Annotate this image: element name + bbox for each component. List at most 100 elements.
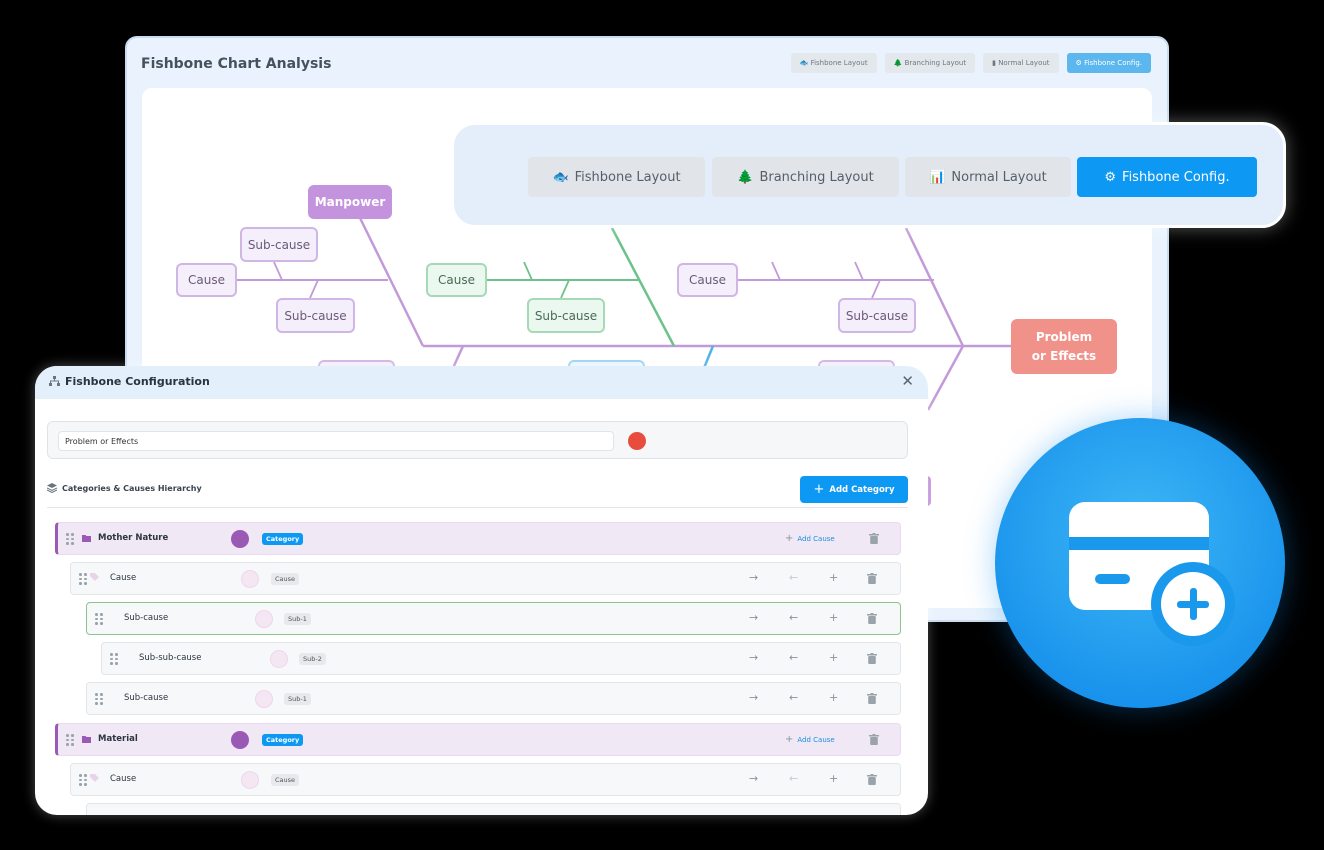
row-label: Cause [110,573,137,583]
tab-normal-layout[interactable]: ▮ Normal Layout [983,53,1059,73]
add-child-icon[interactable]: + [829,611,839,624]
plus-icon: + [785,533,794,544]
color-swatch[interactable] [255,610,273,628]
divider [47,507,908,508]
effect-line-1: Problem [1035,329,1093,344]
layout-tabs: 🐟 Fishbone Layout 🌲 Branching Layout ▮ N… [790,53,1151,73]
subcause-node[interactable]: Sub-cause [838,298,916,333]
folder-icon [82,535,91,542]
tab-fishbone-layout[interactable]: 🐟 Fishbone Layout [790,53,877,73]
drag-handle-icon[interactable] [79,573,87,585]
color-swatch[interactable] [231,731,249,749]
trash-icon[interactable] [867,653,877,664]
add-child-icon[interactable]: + [829,651,839,664]
cause-node[interactable]: Cause [677,263,738,297]
category-node-manpower[interactable]: Manpower [308,185,392,219]
add-cause-button[interactable]: +Add Cause [785,734,835,745]
trash-icon[interactable] [869,533,879,544]
add-category-button[interactable]: +Add Category [800,476,908,503]
fish-icon: 🐟 [552,169,569,185]
fishbone-config-dialog: Fishbone Configuration ✕ Problem or Effe… [35,366,928,815]
subcause-row-partial [86,803,901,815]
indent-left-icon[interactable]: ← [789,611,799,624]
drag-handle-icon[interactable] [95,613,103,625]
color-swatch[interactable] [241,771,259,789]
add-card-badge [995,418,1285,708]
row-label: Mother Nature [98,533,169,543]
problem-panel: Problem or Effects [47,421,908,459]
dialog-title: Fishbone Configuration [65,375,210,388]
level-badge: Category [262,533,304,545]
problem-color-swatch[interactable] [628,432,646,450]
subcause-row[interactable]: Sub-cause Sub-1 → ← + [86,602,901,635]
window-title: Fishbone Chart Analysis [141,56,332,72]
indent-right-icon[interactable]: → [749,651,759,664]
subcause-node[interactable]: Sub-cause [240,227,318,262]
effect-line-2: or Effects [1031,348,1097,363]
row-label: Sub-cause [124,613,169,623]
trash-icon[interactable] [867,774,877,785]
level-badge: Sub-1 [284,693,311,705]
layers-icon [47,483,57,493]
tab-branching-layout[interactable]: 🌲Branching Layout [712,157,899,197]
drag-handle-icon[interactable] [95,693,103,705]
bar-chart-icon: 📊 [929,169,946,185]
row-label: Material [98,734,138,744]
indent-right-icon[interactable]: → [749,611,759,624]
tab-branching-layout[interactable]: 🌲 Branching Layout [884,53,976,73]
indent-left-icon[interactable]: ← [789,571,799,584]
cause-row[interactable]: Cause Cause → ← + [70,562,901,595]
dialog-header: Fishbone Configuration ✕ [35,366,928,399]
drag-handle-icon[interactable] [79,774,87,786]
fish-icon: 🐟 [799,59,811,67]
add-child-icon[interactable]: + [829,571,839,584]
gear-icon: ⚙ [1075,59,1085,67]
close-icon[interactable]: ✕ [901,372,914,390]
cause-node[interactable]: Cause [176,263,237,297]
tree-icon: 🌲 [893,59,905,67]
cause-node[interactable]: Cause [426,263,487,297]
category-row[interactable]: Mother Nature Category +Add Cause [55,522,901,555]
tag-icon [90,774,99,782]
level-badge: Sub-1 [284,613,311,625]
indent-right-icon[interactable]: → [749,772,759,785]
tab-fishbone-config[interactable]: ⚙ Fishbone Config. [1066,53,1151,73]
category-row[interactable]: Material Category +Add Cause [55,723,901,756]
drag-handle-icon[interactable] [66,533,74,545]
subcause-node[interactable]: Sub-cause [276,298,355,333]
folder-icon [82,736,91,743]
tree-icon: 🌲 [737,169,754,185]
level-badge: Cause [271,573,300,585]
drag-handle-icon[interactable] [66,734,74,746]
color-swatch[interactable] [255,690,273,708]
color-swatch[interactable] [270,650,288,668]
tab-normal-layout[interactable]: 📊Normal Layout [905,157,1071,197]
tab-fishbone-config[interactable]: ⚙Fishbone Config. [1077,157,1257,197]
color-swatch[interactable] [241,570,259,588]
drag-handle-icon[interactable] [110,653,118,665]
plus-icon: + [813,482,825,497]
indent-left-icon[interactable]: ← [789,772,799,785]
trash-icon[interactable] [867,613,877,624]
indent-left-icon[interactable]: ← [789,651,799,664]
effect-node[interactable]: Problem or Effects [1011,319,1117,374]
indent-right-icon[interactable]: → [749,691,759,704]
color-swatch[interactable] [231,530,249,548]
indent-left-icon[interactable]: ← [789,691,799,704]
add-child-icon[interactable]: + [829,772,839,785]
subsubcause-row[interactable]: Sub-sub-cause Sub-2 → ← + [101,642,901,675]
trash-icon[interactable] [869,734,879,745]
add-child-icon[interactable]: + [829,691,839,704]
tab-fishbone-layout[interactable]: 🐟Fishbone Layout [528,157,705,197]
bar-chart-icon: ▮ [992,59,999,67]
indent-right-icon[interactable]: → [749,571,759,584]
row-label: Sub-cause [124,693,169,703]
subcause-row[interactable]: Sub-cause Sub-1 → ← + [86,682,901,715]
subcause-node[interactable]: Sub-cause [527,298,605,333]
problem-input[interactable]: Problem or Effects [58,431,614,451]
add-cause-button[interactable]: +Add Cause [785,533,835,544]
card-add-icon [1069,502,1235,646]
cause-row[interactable]: Cause Cause → ← + [70,763,901,796]
trash-icon[interactable] [867,693,877,704]
trash-icon[interactable] [867,573,877,584]
